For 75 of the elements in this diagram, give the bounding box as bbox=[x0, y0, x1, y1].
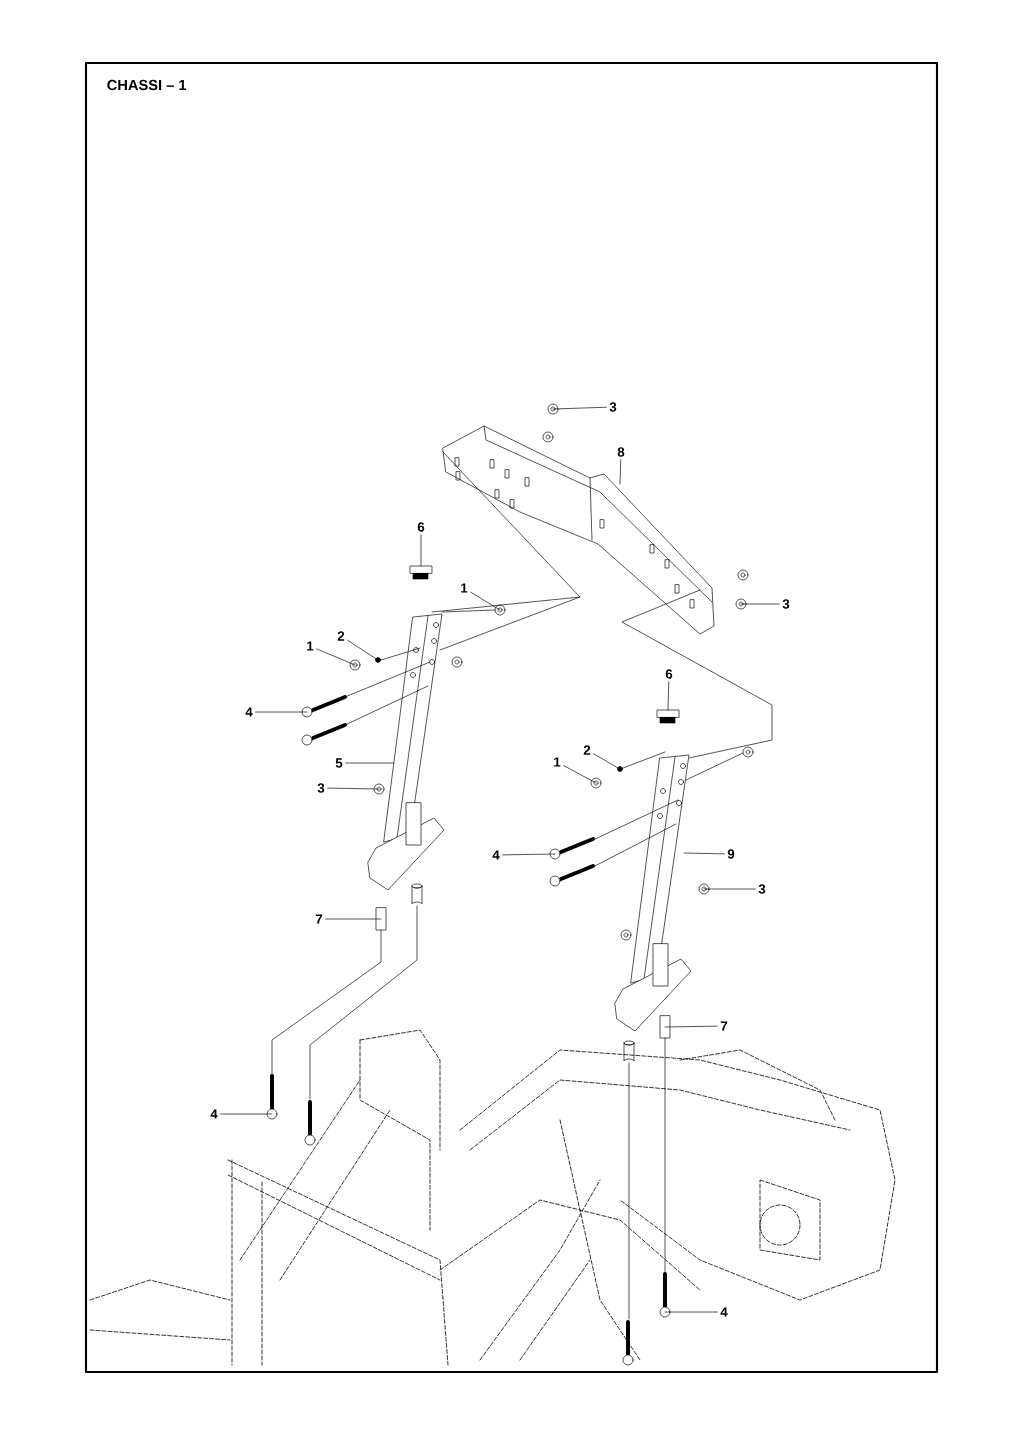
bolt-drawing bbox=[549, 864, 595, 887]
leader-line bbox=[345, 762, 395, 764]
callout-number: 1 bbox=[461, 583, 468, 593]
callout-number: 8 bbox=[617, 447, 625, 457]
assembly-line bbox=[592, 823, 677, 868]
callout-number: 9 bbox=[727, 849, 735, 859]
leader-line bbox=[563, 765, 597, 784]
nut-drawing bbox=[698, 883, 710, 895]
callout-number: 4 bbox=[245, 707, 253, 717]
leader-line bbox=[220, 1113, 273, 1115]
leader-line bbox=[470, 591, 501, 611]
callout-number: 3 bbox=[317, 783, 325, 793]
callout-number: 1 bbox=[307, 641, 314, 651]
assembly-line bbox=[621, 589, 773, 759]
leader-line bbox=[255, 711, 308, 713]
bolt-drawing bbox=[301, 695, 347, 718]
assembly-line bbox=[439, 596, 581, 651]
assembly-line bbox=[380, 647, 421, 661]
callout-number: 7 bbox=[720, 1021, 728, 1031]
leader-line bbox=[667, 681, 670, 711]
callout-number: 3 bbox=[758, 884, 766, 894]
leader-line bbox=[316, 648, 356, 666]
leader-line bbox=[552, 406, 607, 410]
washer-drawing bbox=[617, 766, 623, 772]
bolt-drawing bbox=[301, 723, 347, 746]
callout-number: 7 bbox=[315, 914, 323, 924]
leader-line bbox=[327, 787, 380, 790]
callout-number: 4 bbox=[720, 1307, 728, 1317]
bracket-drawing bbox=[442, 425, 715, 635]
cap-drawing bbox=[656, 709, 680, 724]
assembly-line bbox=[592, 799, 679, 841]
leader-line bbox=[683, 852, 725, 855]
leader-line bbox=[619, 459, 622, 485]
cap-drawing bbox=[409, 565, 433, 580]
assembly-line bbox=[344, 685, 429, 726]
callout-number: 3 bbox=[782, 599, 790, 609]
nut-drawing bbox=[494, 604, 506, 616]
callout-number: 6 bbox=[665, 669, 673, 679]
nut-drawing bbox=[735, 598, 747, 610]
leader-line bbox=[664, 1311, 718, 1313]
leader-line bbox=[703, 888, 756, 890]
spacer-drawing bbox=[375, 907, 387, 931]
assembly-line bbox=[271, 929, 382, 1075]
leader-line bbox=[740, 603, 780, 605]
assembly-line bbox=[664, 1037, 666, 1275]
spacer-drawing bbox=[659, 1015, 671, 1039]
assembly-line bbox=[441, 609, 496, 613]
leader-line bbox=[664, 1025, 718, 1028]
leader-line bbox=[593, 753, 621, 770]
assembly-line bbox=[622, 751, 666, 769]
assembly-line bbox=[344, 661, 431, 698]
leader-line bbox=[502, 853, 556, 856]
bolt-drawing bbox=[659, 1272, 671, 1318]
nut-drawing bbox=[349, 659, 361, 671]
callout-number: 2 bbox=[337, 631, 345, 641]
nut-drawing bbox=[373, 783, 385, 795]
callout-number: 4 bbox=[210, 1109, 218, 1119]
callout-number: 5 bbox=[335, 758, 343, 768]
nut-drawing bbox=[547, 403, 559, 415]
bolt-drawing bbox=[266, 1074, 278, 1120]
callout-number: 6 bbox=[417, 522, 425, 532]
callout-number: 3 bbox=[609, 402, 617, 412]
leader-line bbox=[420, 534, 422, 567]
tube-drawing bbox=[367, 613, 445, 891]
assembly-line bbox=[431, 451, 581, 613]
nut-drawing bbox=[590, 777, 602, 789]
tube-drawing bbox=[614, 754, 692, 1032]
leader-line bbox=[347, 639, 379, 661]
callout-number: 4 bbox=[492, 850, 500, 860]
callout-number: 2 bbox=[583, 745, 591, 755]
callout-number: 1 bbox=[554, 757, 561, 767]
washer-drawing bbox=[375, 657, 381, 663]
title: CHASSI – 1 bbox=[107, 79, 187, 91]
bolt-drawing bbox=[549, 837, 595, 860]
leader-line bbox=[325, 918, 382, 920]
